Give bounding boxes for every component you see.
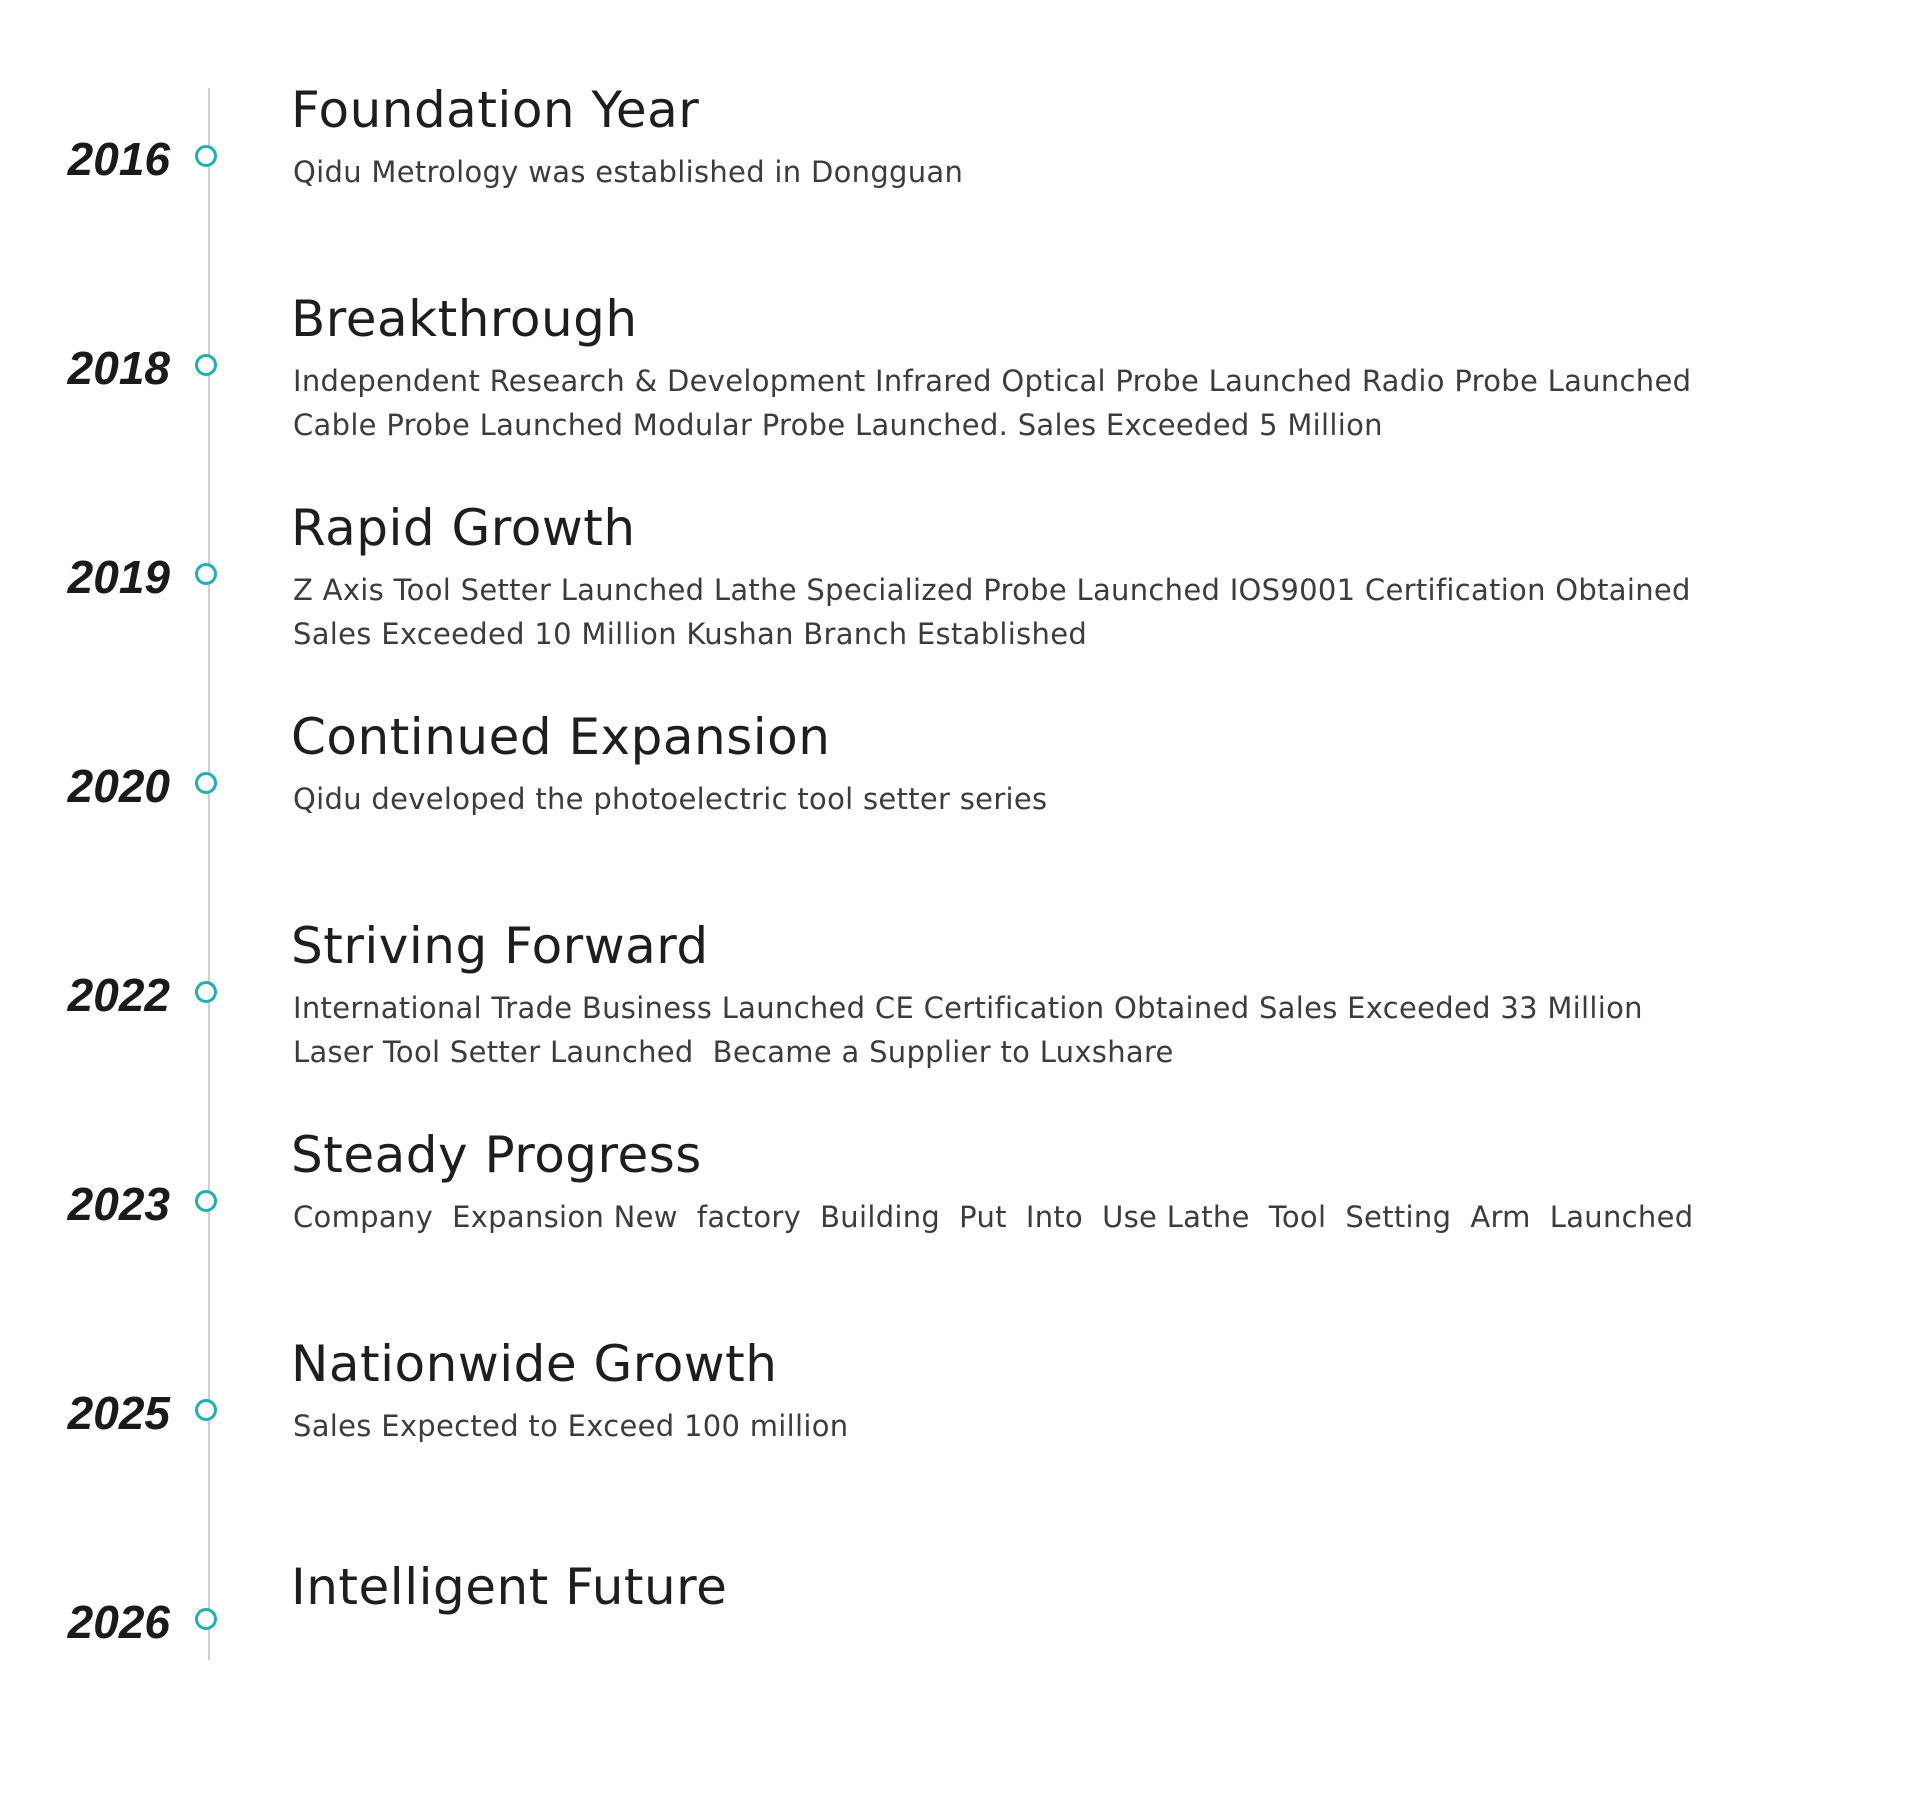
circle-marker-icon [195, 772, 217, 794]
entry-description-line: International Trade Business Launched CE… [293, 991, 1643, 1025]
entry-description: Sales Expected to Exceed 100 million [293, 1404, 1813, 1448]
entry-year: 2022 [67, 969, 170, 1021]
circle-marker-icon [195, 1399, 217, 1421]
circle-marker-icon [195, 1608, 217, 1630]
entry-title: Rapid Growth [291, 499, 636, 557]
entry-description-line: Company Expansion New factory Building P… [293, 1200, 1694, 1234]
entry-year: 2016 [67, 133, 170, 185]
entry-year: 2023 [67, 1178, 170, 1230]
entry-description-line: Cable Probe Launched Modular Probe Launc… [293, 408, 1383, 442]
entry-description-line: Sales Exceeded 10 Million Kushan Branch … [293, 617, 1088, 651]
timeline-entry-2026: 2026 Intelligent Future [0, 1558, 1920, 1767]
timeline-entry-2019: 2019 Rapid Growth Z Axis Tool Setter Lau… [0, 499, 1920, 722]
entry-description: International Trade Business Launched CE… [293, 986, 1813, 1074]
entry-title: Continued Expansion [291, 708, 831, 766]
entry-title: Breakthrough [291, 290, 638, 348]
entry-title: Intelligent Future [291, 1558, 728, 1616]
entry-description: Z Axis Tool Setter Launched Lathe Specia… [293, 568, 1813, 656]
entry-description-line: Qidu developed the photoelectric tool se… [293, 782, 1048, 816]
entry-description: Independent Research & Development Infra… [293, 359, 1813, 447]
entry-description-line: Qidu Metrology was established in Donggu… [293, 155, 964, 189]
timeline-entry-2025: 2025 Nationwide Growth Sales Expected to… [0, 1335, 1920, 1558]
entry-year: 2026 [67, 1596, 170, 1648]
entry-description-line: Z Axis Tool Setter Launched Lathe Specia… [293, 573, 1691, 607]
entry-description-line: Sales Expected to Exceed 100 million [293, 1409, 849, 1443]
entry-description-line: Laser Tool Setter Launched Became a Supp… [293, 1035, 1174, 1069]
entry-title: Nationwide Growth [291, 1335, 778, 1393]
entry-year: 2025 [67, 1387, 170, 1439]
entry-description-line: Independent Research & Development Infra… [293, 364, 1692, 398]
entry-title: Steady Progress [291, 1126, 702, 1184]
circle-marker-icon [195, 354, 217, 376]
circle-marker-icon [195, 1190, 217, 1212]
circle-marker-icon [195, 145, 217, 167]
timeline-entry-2020: 2020 Continued Expansion Qidu developed … [0, 708, 1920, 931]
entry-description: Qidu developed the photoelectric tool se… [293, 777, 1813, 821]
entry-description: Qidu Metrology was established in Donggu… [293, 150, 1813, 194]
timeline-axis-line [208, 88, 210, 1660]
timeline-entry-2022: 2022 Striving Forward International Trad… [0, 917, 1920, 1140]
timeline-entry-2023: 2023 Steady Progress Company Expansion N… [0, 1126, 1920, 1349]
entry-description: Company Expansion New factory Building P… [293, 1195, 1813, 1239]
circle-marker-icon [195, 563, 217, 585]
circle-marker-icon [195, 981, 217, 1003]
entry-title: Striving Forward [291, 917, 709, 975]
entry-title: Foundation Year [291, 81, 700, 139]
entry-year: 2020 [67, 760, 170, 812]
timeline-entry-2016: 2016 Foundation Year Qidu Metrology was … [0, 81, 1920, 304]
entry-year: 2019 [67, 551, 170, 603]
entry-year: 2018 [67, 342, 170, 394]
timeline-entry-2018: 2018 Breakthrough Independent Research &… [0, 290, 1920, 513]
